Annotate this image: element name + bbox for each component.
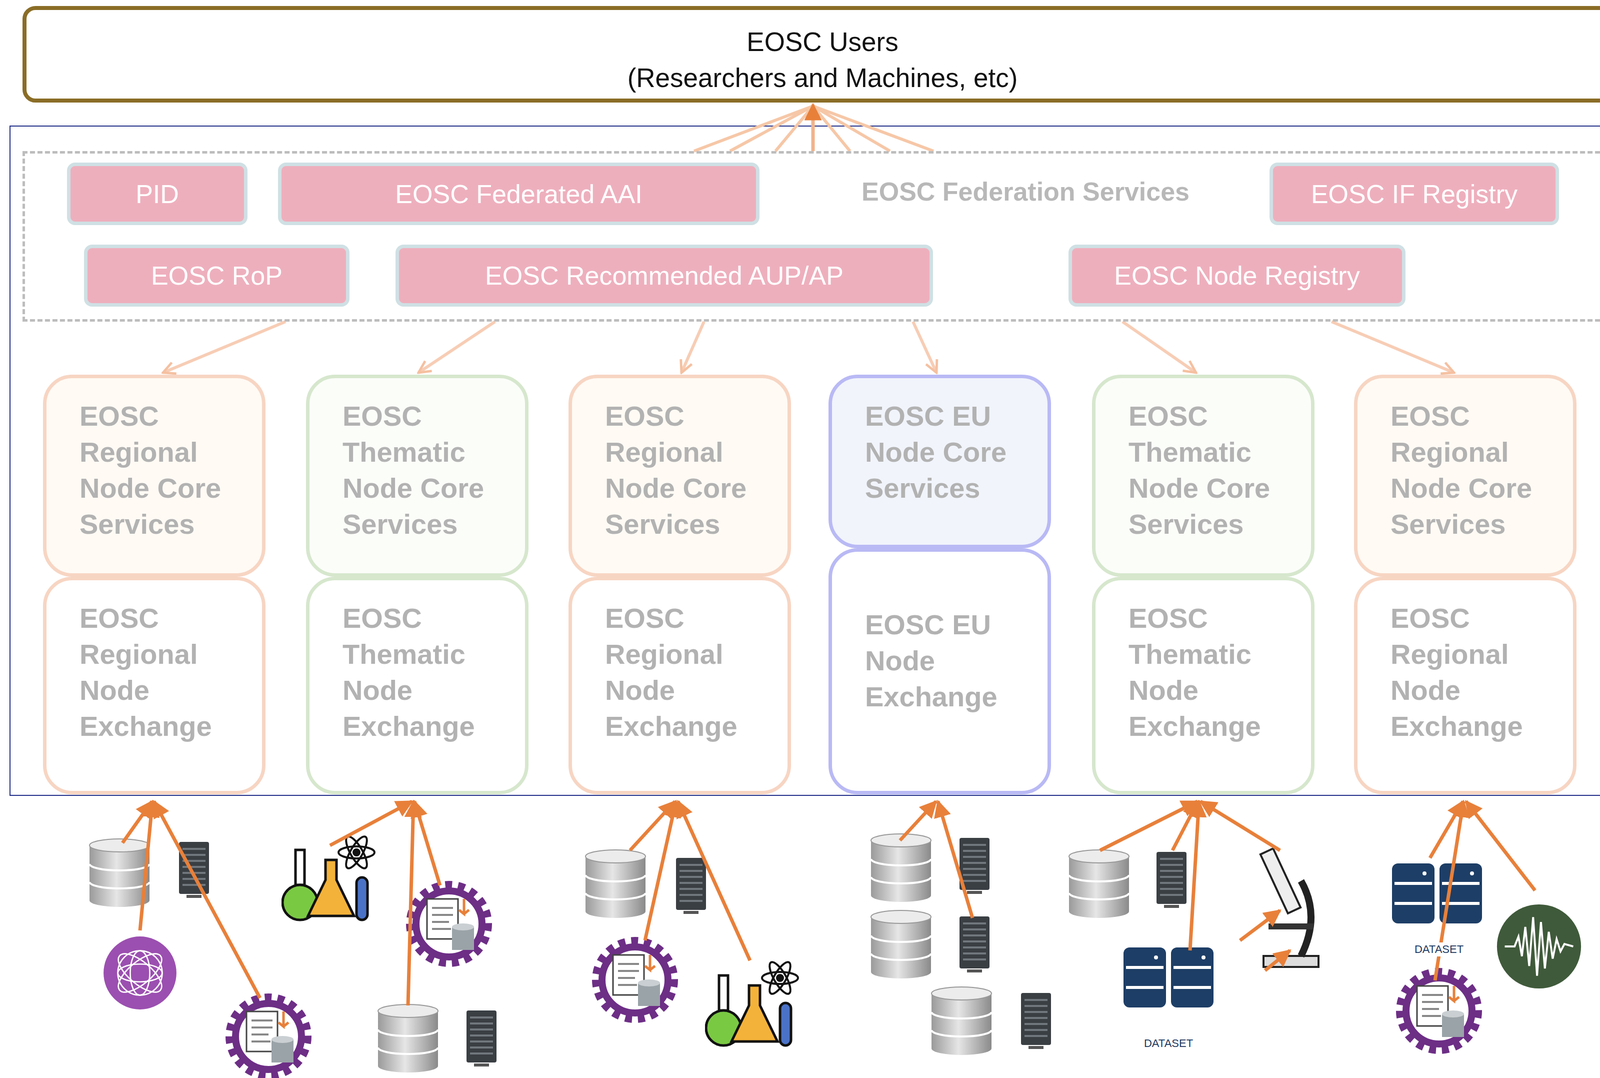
platform-frame (10, 126, 1600, 795)
dataset-caption: DATASET (1142, 1036, 1195, 1050)
node-label: EOSC Regional Node Core Services (79, 398, 255, 542)
dataset-caption: DATASET (1413, 942, 1465, 956)
node-label: EOSC EU Node Core Services (865, 398, 1041, 506)
users-box: EOSC Users(Researchers and Machines, etc… (22, 6, 1600, 103)
connector-arrow (913, 321, 937, 373)
node-label: EOSC Regional Node Core Services (1390, 398, 1566, 542)
node-label: EOSC Recommended AUP/AP (485, 260, 844, 291)
connector-arrow (163, 321, 286, 373)
resource-icons (89, 833, 1581, 1076)
node-label: EOSC Federated AAI (395, 179, 642, 209)
node-label: EOSC Regional Node Core Services (605, 398, 781, 542)
core-services-box: EOSC EU Node Core Services (828, 374, 1051, 548)
federation-group: EOSC Federation Services PID EOSC Federate… (22, 151, 1600, 322)
node-exchange-box: EOSC EU Node Exchange (828, 548, 1051, 794)
node-label: EOSC Federation Services (861, 176, 1190, 207)
node-label: EOSC RoP (151, 260, 283, 291)
connector-arrow (1331, 321, 1454, 373)
service-box: EOSC IF Registry (1269, 162, 1559, 225)
connector-arrow (418, 321, 495, 373)
node-exchange-box: EOSC Regional Node Exchange (43, 576, 266, 794)
core-services-box: EOSC Thematic Node Core Services (306, 374, 529, 577)
core-services-box: EOSC Regional Node Core Services (568, 374, 791, 577)
node-exchange-box: EOSC Thematic Node Exchange (306, 576, 529, 794)
connector-arrow (681, 321, 704, 373)
service-box: EOSC RoP (84, 244, 350, 307)
node-label: EOSC Regional Node Exchange (79, 600, 255, 744)
core-services-box: EOSC Thematic Node Core Services (1092, 374, 1315, 577)
connector-arrow (1122, 321, 1196, 373)
core-services-box: EOSC Regional Node Core Services (43, 374, 266, 577)
node-label: EOSC Thematic Node Exchange (342, 600, 518, 744)
resource-arrows (122, 801, 1535, 1005)
node-label: EOSC Users (26, 24, 1600, 60)
node-exchange-box: EOSC Regional Node Exchange (568, 576, 791, 794)
node-label: EOSC Thematic Node Exchange (1128, 600, 1304, 744)
service-box: EOSC Node Registry (1068, 244, 1406, 307)
service-box: EOSC Recommended AUP/AP (395, 244, 933, 307)
subtitle-text: (Researchers and Machines, etc) (26, 60, 1600, 96)
node-label: EOSC Node Registry (1114, 260, 1360, 291)
node-label: EOSC Thematic Node Core Services (1128, 398, 1304, 542)
node-label: EOSC IF Registry (1311, 179, 1518, 209)
service-box: EOSC Federated AAI (278, 162, 760, 225)
node-label: PID (135, 179, 179, 209)
core-services-box: EOSC Regional Node Core Services (1354, 374, 1577, 577)
service-box: PID (67, 162, 248, 225)
node-exchange-box: EOSC Regional Node Exchange (1354, 576, 1577, 794)
connector-arrow (811, 104, 815, 151)
node-exchange-box: EOSC Thematic Node Exchange (1092, 576, 1315, 794)
node-label: EOSC EU Node Exchange (865, 606, 1041, 715)
node-label: EOSC Regional Node Exchange (605, 600, 781, 744)
node-label: EOSC Thematic Node Core Services (342, 398, 518, 542)
node-label: EOSC Regional Node Exchange (1390, 600, 1566, 744)
